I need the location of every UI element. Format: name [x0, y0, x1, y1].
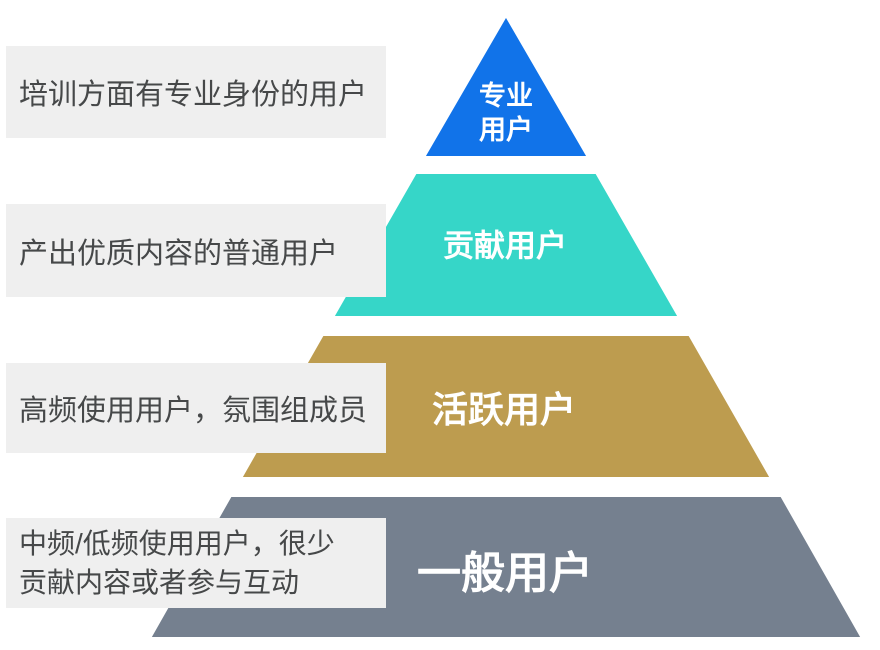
description-text-contributing: 产出优质内容的普通用户	[19, 237, 339, 270]
tier-label-professional-line2: 用户	[479, 115, 533, 145]
description-text-general-line1: 中频/低频使用用户，很少	[19, 528, 335, 559]
tier-label-contributing: 贡献用户	[443, 228, 567, 264]
tier-shape-professional	[412, 2, 600, 164]
tier-label-professional-line1: 专业	[479, 81, 533, 111]
description-text-active: 高频使用用户，氛围组成员	[19, 395, 368, 427]
description-box-contributing: 产出优质内容的普通用户	[6, 204, 386, 297]
description-box-active: 高频使用用户，氛围组成员	[6, 363, 386, 453]
description-box-professional: 培训方面有专业身份的用户	[6, 46, 386, 138]
description-box-general: 中频/低频使用用户，很少 贡献内容或者参与互动	[6, 518, 386, 608]
description-text-general-line2: 贡献内容或者参与互动	[19, 567, 300, 598]
tier-label-professional: 专业 用户	[479, 79, 533, 147]
tier-label-general: 一般用户	[417, 549, 593, 598]
description-text-professional: 培训方面有专业身份的用户	[19, 79, 368, 111]
tier-label-active: 活跃用户	[431, 389, 577, 430]
